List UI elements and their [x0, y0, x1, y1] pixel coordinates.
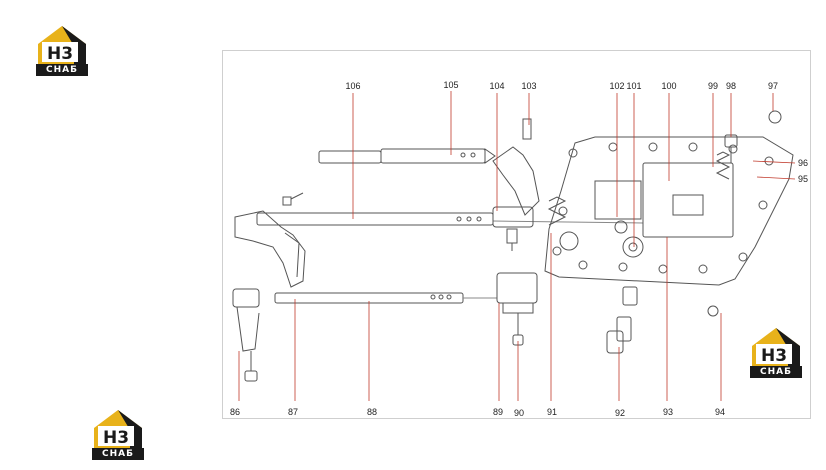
shift-rail-88	[274, 292, 497, 304]
callout-100: 100	[661, 81, 677, 91]
callout-104: 104	[489, 81, 505, 91]
callout-96: 96	[797, 158, 809, 168]
shift-rail-105	[318, 148, 496, 164]
leader-lines	[238, 91, 796, 401]
brand-logo-right: H3 СНАБ	[748, 326, 804, 378]
shift-rail-106	[256, 212, 644, 226]
callout-89: 89	[492, 407, 504, 417]
house-logo-icon: H3	[752, 328, 800, 366]
shift-fork-104	[492, 118, 540, 251]
callout-92: 92	[614, 408, 626, 418]
callout-106: 106	[345, 81, 361, 91]
svg-text:H3: H3	[47, 44, 73, 64]
callout-98: 98	[725, 81, 737, 91]
exploded-parts-diagram: 106 105 104 103 102 101 100 99 98 97 96 …	[222, 50, 811, 419]
callout-88: 88	[366, 407, 378, 417]
shift-fork-86	[232, 288, 260, 382]
callout-105: 105	[443, 80, 459, 90]
logo-caption: СНАБ	[92, 448, 144, 460]
sensor-92	[606, 286, 638, 354]
spring-91	[547, 196, 579, 251]
spring-99	[715, 151, 731, 180]
callout-103: 103	[521, 81, 537, 91]
callout-94: 94	[714, 407, 726, 417]
callout-93: 93	[662, 407, 674, 417]
logo-caption: СНАБ	[36, 64, 88, 76]
parts-drawing	[232, 91, 796, 401]
brand-logo-top-left: H3 СНАБ	[34, 24, 90, 76]
callout-97: 97	[767, 81, 779, 91]
callout-86: 86	[229, 407, 241, 417]
bolt-98	[724, 134, 738, 163]
callout-90: 90	[513, 408, 525, 418]
callout-87: 87	[287, 407, 299, 417]
callout-102: 102	[609, 81, 625, 91]
washer-94	[707, 305, 719, 317]
svg-text:H3: H3	[761, 346, 787, 366]
callout-91: 91	[546, 407, 558, 417]
screw	[282, 196, 292, 206]
shift-fork-106	[234, 210, 306, 288]
house-logo-icon: H3	[94, 410, 142, 448]
callout-101: 101	[626, 81, 642, 91]
callout-99: 99	[707, 81, 719, 91]
svg-text:H3: H3	[103, 428, 129, 448]
shift-block-89	[496, 272, 538, 346]
house-logo-icon: H3	[38, 26, 86, 64]
brand-logo-bottom-left: H3 СНАБ	[90, 408, 146, 460]
logo-caption: СНАБ	[750, 366, 802, 378]
seal-ring-97	[768, 110, 782, 124]
callout-95: 95	[797, 174, 809, 184]
